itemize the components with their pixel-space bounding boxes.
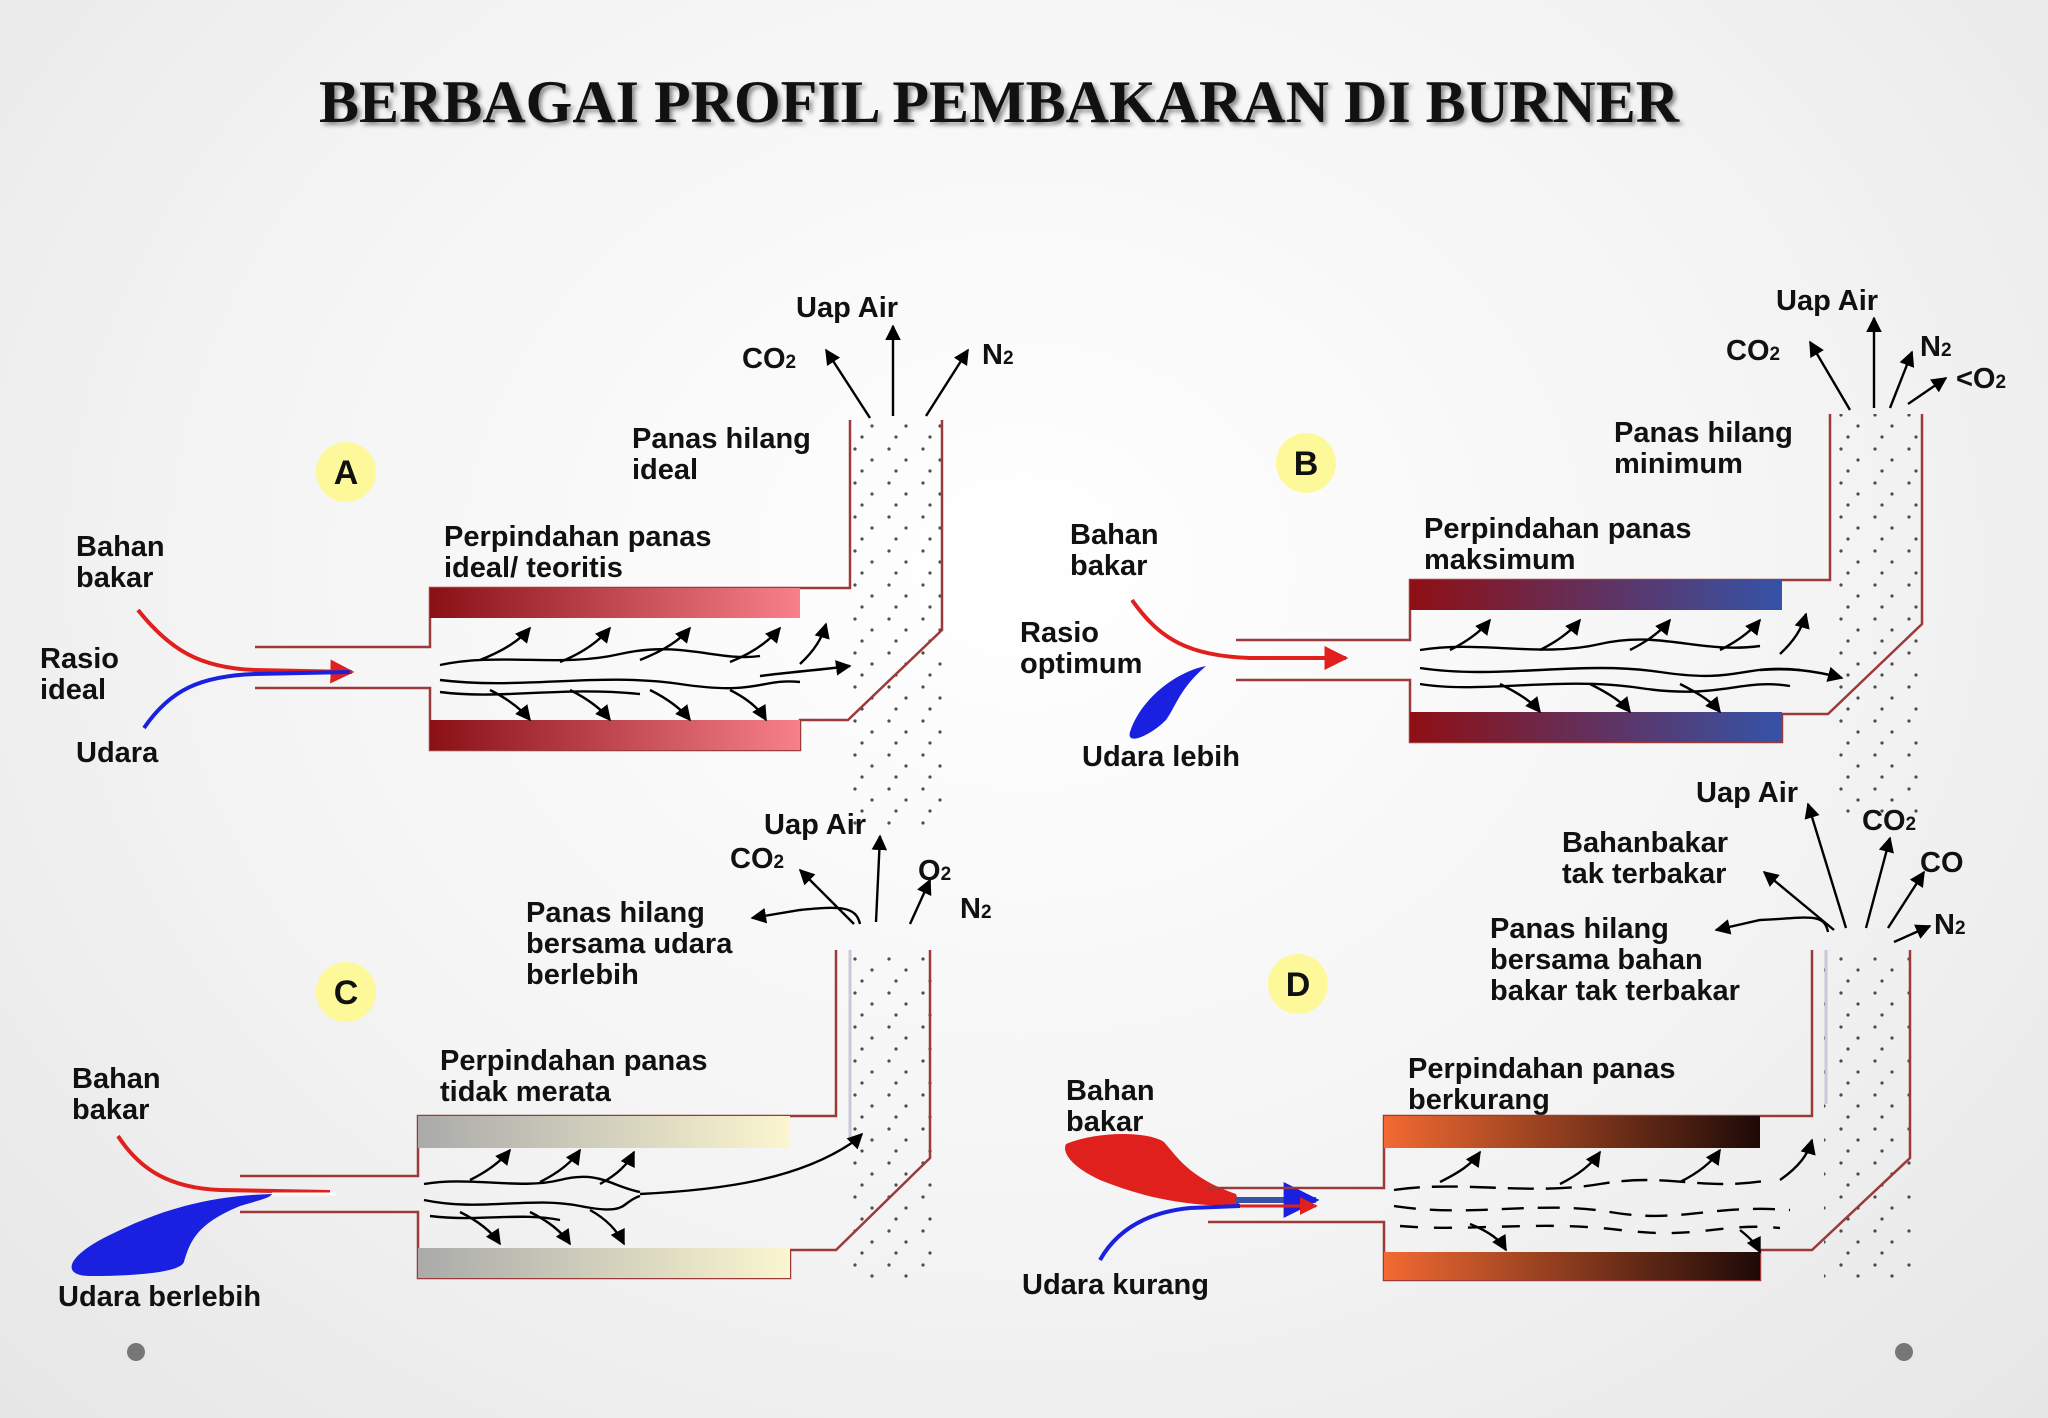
panel-d-fuel-label: Bahan bakar (1066, 1075, 1163, 1138)
panel-d-air-label: Udara kurang (1022, 1269, 1209, 1301)
panel-c-out-o2: O2 (918, 855, 951, 887)
panel-a-fuel-stream (136, 608, 355, 684)
panel-b-flame-flow (1419, 612, 1844, 714)
panel-c-air-label: Udara berlebih (58, 1281, 261, 1313)
panel-d-badge-label: D (1286, 966, 1311, 1004)
panel-b-out-co2: CO2 (1726, 335, 1780, 367)
panel-c-out-co2: CO2 (730, 843, 784, 875)
panel-a-badge (316, 442, 376, 502)
panel-b-lower-wall (1236, 414, 1924, 744)
panel-b-out-o2: <O2 (1956, 363, 2006, 395)
panel-c-fuel-label: Bahan bakar (72, 1063, 169, 1126)
panel-b-stack-particles (1830, 414, 1922, 818)
panel-a-air-label: Udara (76, 737, 159, 769)
panel-d-unburned-label: Bahanbakar tak terbakar (1562, 827, 1736, 890)
panel-d-fuel-blob (1065, 1134, 1240, 1206)
panel-c-heat-loss-label: Panas hilang bersama udara berlebih (526, 897, 740, 991)
panel-b-fuel-label: Bahan bakar (1070, 519, 1167, 582)
panel-d-exhaust-arrows (1714, 802, 1932, 944)
panel-b-heat-transfer-label: Perpindahan panas maksimum (1424, 513, 1700, 576)
panel-a-stack-particles (850, 420, 942, 830)
panel-c-badge (316, 962, 376, 1022)
panel-d-out-n2: N2 (1934, 909, 1966, 941)
panel-b-air-blob (1129, 666, 1206, 739)
panel-d-out-steam: Uap Air (1696, 777, 1798, 809)
panel-c-air-blob (71, 1194, 272, 1276)
panel-d-badge (1268, 954, 1328, 1014)
panel-a-upper-heat-tube (430, 588, 800, 618)
panel-d-out-co2: CO2 (1862, 805, 1916, 837)
panel-d-lower-heat-tube (1384, 1252, 1760, 1280)
panel-c-stack-particles (846, 950, 934, 1280)
panel-a-out-n2: N2 (982, 339, 1014, 371)
panel-a-out-co2: CO2 (742, 343, 796, 375)
prev-slide-dot[interactable] (127, 1343, 145, 1361)
panel-a-fuel-label: Bahan bakar (76, 531, 173, 594)
panel-b-air-label: Udara lebih (1082, 741, 1240, 773)
panel-c: C Bahan bakar Udara berlebih Perpindahan… (58, 809, 992, 1313)
panel-d-heat-loss-label: Panas hilang bersama bahan bakar tak ter… (1490, 913, 1740, 1007)
panel-b-lower-heat-tube (1410, 712, 1782, 742)
panel-c-upper-heat-tube (418, 1116, 790, 1148)
panel-b-badge (1276, 433, 1336, 493)
panel-d-heat-transfer-label: Perpindahan panas berkurang (1408, 1053, 1684, 1116)
panel-a-out-steam: Uap Air (796, 292, 898, 324)
panel-a-badge-label: A (334, 454, 359, 492)
panel-b-out-n2: N2 (1920, 331, 1952, 363)
panel-c-lower-heat-tube (418, 1248, 790, 1278)
panel-a-heat-transfer-label: Perpindahan panas ideal/ teoritis (444, 521, 720, 584)
panel-b-ratio-label: Rasio optimum (1020, 617, 1142, 680)
panel-d: D Bahan bakar Udara kurang Perpindahan p… (1022, 777, 1966, 1301)
panel-c-flame-flow (423, 1132, 864, 1246)
panel-c-out-steam: Uap Air (764, 809, 866, 841)
panel-a-lower-heat-tube (430, 720, 800, 750)
panel-d-air-stream (1098, 1204, 1241, 1261)
panel-a-exhaust-arrows (824, 324, 970, 419)
panel-d-out-co: CO (1920, 847, 1964, 879)
panel-c-out-n2: N2 (960, 893, 992, 925)
panel-b-upper-heat-tube (1410, 580, 1782, 610)
panel-b-heat-loss-label: Panas hilang minimum (1614, 417, 1801, 480)
panel-d-stack-particles (1824, 950, 1914, 1280)
panel-a-ratio-label: Rasio ideal (40, 643, 127, 706)
panel-a-flame-flow (439, 622, 852, 722)
next-slide-dot[interactable] (1895, 1343, 1913, 1361)
panel-a-air-stream (142, 670, 351, 730)
panel-b-exhaust-arrows (1808, 316, 1948, 411)
panel-c-badge-label: C (334, 974, 359, 1012)
panel-c-heat-transfer-label: Perpindahan panas tidak merata (440, 1045, 716, 1108)
panel-c-exhaust-arrows (750, 834, 932, 925)
panel-c-fuel-stream (116, 1134, 331, 1194)
panel-a: A Bahan bakar Rasio ideal Udara Perpinda… (40, 292, 1014, 830)
panel-b-out-steam: Uap Air (1776, 285, 1878, 317)
panel-d-flame-flow (1393, 1138, 1816, 1254)
panel-b-fuel-stream (1130, 598, 1349, 670)
panel-b: B Bahan bakar Rasio optimum Udara lebih … (1020, 285, 2006, 818)
slide-title: BERBAGAI PROFIL PEMBAKARAN DI BURNER (318, 69, 1680, 135)
panel-a-heat-loss-label: Panas hilang ideal (632, 423, 819, 486)
panel-d-upper-heat-tube (1384, 1116, 1760, 1148)
panel-b-badge-label: B (1294, 445, 1319, 483)
